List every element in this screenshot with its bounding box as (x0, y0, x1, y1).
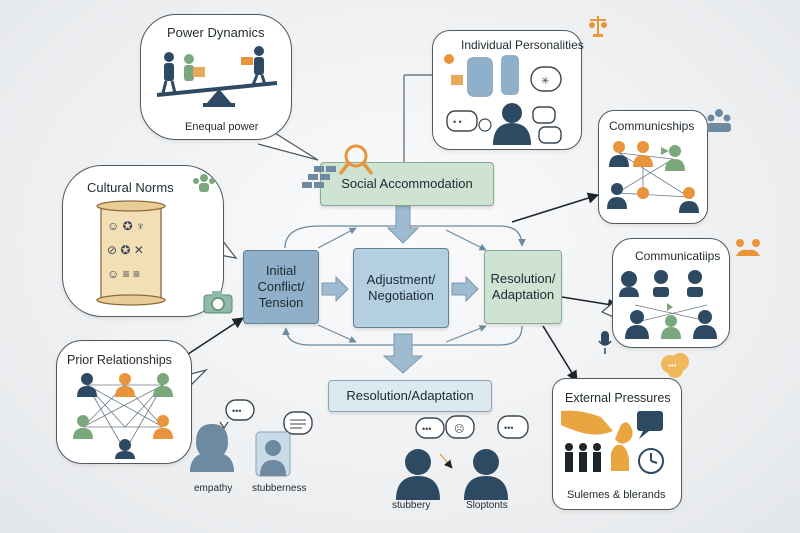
block-arrow-right-2 (451, 275, 479, 303)
diag-3 (317, 324, 357, 343)
communicships-title: Communicships (609, 119, 695, 133)
diag-1 (317, 227, 357, 249)
bubble-cultural-norms: Cultural Norms ☺ ✪ ♆ ⊘ ✪ ✕ ☺ ≡ ≡ (62, 165, 224, 317)
svg-text:•••: ••• (422, 424, 431, 434)
handshake-icon (736, 239, 760, 256)
bubble-external-pressures: External Pressures Sulemes & blerands (552, 378, 682, 510)
arrow-resolution-to-communicatiips (561, 296, 620, 310)
empathy-figure: ••• (190, 399, 255, 472)
svg-text:•••: ••• (668, 361, 677, 370)
tail-power (257, 129, 319, 161)
communicatiips-illustration (619, 270, 717, 339)
scroll-illustration: ☺ ✪ ♆ ⊘ ✪ ✕ ☺ ≡ ≡ (96, 200, 166, 306)
communicatiips-title: Communicatiips (635, 249, 721, 263)
bubble-communicatiips: Communicatiips (612, 238, 730, 348)
external-pressures-illustration (561, 410, 664, 474)
camera-icon (203, 291, 233, 314)
cultural-norms-title: Cultural Norms (87, 180, 174, 195)
block-arrow-down-top (386, 205, 420, 244)
stubberness-figure (255, 411, 313, 477)
svg-text:• •: • • (453, 117, 462, 127)
prior-relationships-title: Prior Relationships (67, 353, 172, 367)
diag-4 (445, 325, 487, 343)
svg-text:☺ ≡ ≡: ☺ ≡ ≡ (107, 267, 140, 281)
thought-cloud-icon: ••• (661, 353, 689, 378)
personalities-illustration: • • ✳ (444, 54, 562, 145)
external-pressures-caption: Sulemes & blerands (567, 489, 666, 501)
diag-2 (445, 229, 487, 251)
individual-personalities-title: Individual Personalities (461, 38, 584, 52)
arrow-social-to-communiships (511, 192, 600, 223)
external-pressures-title: External Pressures (565, 391, 671, 405)
bricks-icon (302, 166, 336, 188)
microphone-icon (598, 331, 612, 354)
arrow-prior-to-initial (181, 317, 244, 359)
svg-text:•••: ••• (232, 406, 241, 416)
magnifier-icon (338, 144, 374, 176)
sloptonts-label: Sloptonts (466, 500, 508, 511)
seesaw-illustration (156, 46, 278, 107)
svg-text:•••: ••• (504, 423, 513, 433)
power-dynamics-title: Power Dynamics (167, 25, 265, 40)
bubble-power-dynamics: Power Dynamics Enequal power (140, 14, 292, 140)
block-arrow-down-bottom (382, 333, 424, 374)
bubble-communicships: Communicships (598, 110, 708, 224)
team-icon (707, 109, 731, 132)
svg-text:☹: ☹ (454, 423, 464, 435)
node-initial-conflict: Initial Conflict/ Tension (243, 250, 319, 324)
communicships-network (607, 141, 699, 213)
svg-text:⊘ ✪ ✕: ⊘ ✪ ✕ (107, 243, 144, 257)
prior-relationships-network (73, 373, 173, 459)
svg-text:☺ ✪ ♆: ☺ ✪ ♆ (107, 219, 145, 233)
power-dynamics-caption: Enequal power (185, 121, 259, 133)
svg-text:✳: ✳ (541, 76, 549, 87)
stubberness-label: stubberness (252, 483, 307, 494)
empathy-label: empathy (194, 483, 233, 494)
node-social-accommodation: Social Accommodation (320, 162, 494, 206)
people-group-icon (193, 174, 215, 192)
stubbery-label: stubbery (392, 500, 431, 511)
block-arrow-right-1 (321, 275, 349, 303)
node-resolution-adaptation-right: Resolution/ Adaptation (484, 250, 562, 324)
bubble-prior-relationships: Prior Relationships (56, 340, 192, 464)
lightbulb-icon (444, 54, 454, 64)
node-adjustment-negotiation: Adjustment/ Negotiation (353, 248, 449, 328)
node-resolution-adaptation-bottom: Resolution/Adaptation (328, 380, 492, 412)
arrow-resolution-to-external (542, 325, 578, 382)
balance-scale-icon (589, 16, 607, 37)
opposing-heads-illustration: ••• ☹ ••• (396, 415, 529, 500)
bubble-individual-personalities: Individual Personalities • • ✳ (432, 30, 584, 150)
